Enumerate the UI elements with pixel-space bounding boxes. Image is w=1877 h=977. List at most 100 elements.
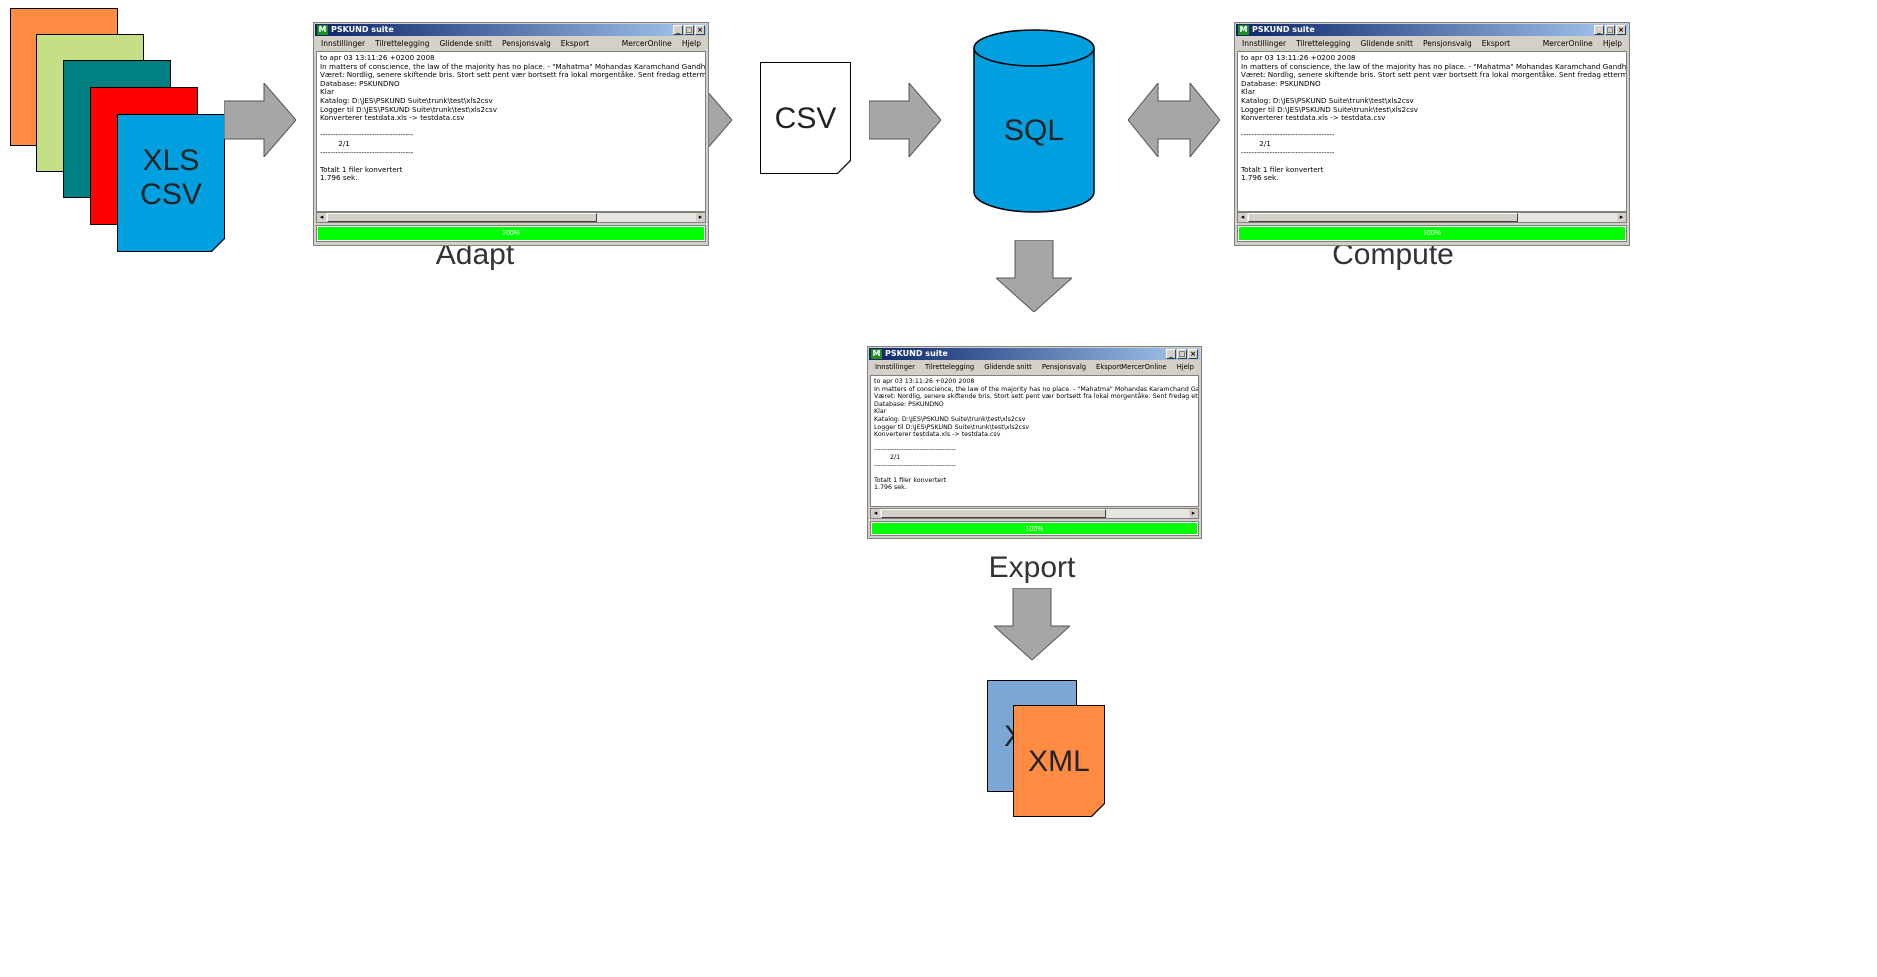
menu-item[interactable]: Tilrettelegging [1296,39,1351,48]
csv-document: CSV [760,62,851,174]
log-line: Klar [1241,87,1256,97]
scroll-right-arrow-icon[interactable]: ▸ [696,213,705,222]
menu-item[interactable]: Innstillinger [321,39,366,48]
log-line: Katalog: D:\JES\PSKUND Suite\trunk\test\… [320,95,493,105]
log-line: Været: Nordlig, senere skiftende bris. S… [320,70,706,80]
scroll-thumb[interactable] [1248,213,1518,222]
log-line [874,469,1195,477]
scroll-thumb[interactable] [881,509,1106,518]
log-line: Været: Nordlig, senere skiftende bris. S… [1241,70,1627,80]
arrow-right-icon [869,83,941,157]
menu-item[interactable]: Pensjonsvalg [502,39,551,48]
xml-document: XML [1013,705,1105,817]
log-line: Katalog: D:\JES\PSKUND Suite\trunk\test\… [874,415,1026,423]
log-line: In matters of conscience, the law of the… [320,61,706,71]
menu-item[interactable]: Tilrettelegging [375,39,430,48]
maximize-button[interactable]: □ [1605,25,1615,35]
progress-fill [1239,227,1625,240]
menu-item[interactable]: Hjelp [1176,363,1194,371]
close-button[interactable]: × [1616,25,1626,35]
window-controls: _□× [673,25,705,35]
xls-label: XLS [142,144,200,177]
menu-item[interactable]: Glidende snitt [984,363,1032,371]
log-line: Konverterer testdata.xls -> testdata.csv [1241,113,1386,123]
log-line: Konverterer testdata.xls -> testdata.csv [320,113,465,123]
minimize-button[interactable]: _ [673,25,683,35]
app-icon: M [317,25,328,35]
log-line: to apr 03 13:11:26 +0200 2008 [1241,53,1356,62]
page-fold-icon [211,238,225,252]
progress-bar: 100% [870,521,1199,536]
log-line: Katalog: D:\JES\PSKUND Suite\trunk\test\… [1241,95,1414,105]
scroll-left-arrow-icon[interactable]: ◂ [317,213,326,222]
menubar-right: MercerOnline Hjelp [1543,37,1622,50]
caption-export: Export [988,551,1076,584]
menu-item[interactable]: Pensjonsvalg [1423,39,1472,48]
menu-item[interactable]: Tilrettelegging [924,363,975,371]
menubar-right: MercerOnline Hjelp [1121,361,1194,374]
scroll-right-arrow-icon[interactable]: ▸ [1189,509,1198,518]
log-line: Været: Nordlig, senere skiftende bris. S… [874,393,1198,401]
log-line: 1.796 sek. [320,173,358,183]
window-controls: _□× [1594,25,1626,35]
minimize-button[interactable]: _ [1166,349,1176,359]
log-line: Totalt 1 filer konvertert [1241,164,1324,174]
log-line: ------------------------------------ [874,446,956,454]
log-line: 2/1 [1241,138,1271,148]
scroll-right-arrow-icon[interactable]: ▸ [1617,213,1626,222]
log-line: In matters of conscience, the law of the… [1241,61,1627,71]
log-line [874,439,1195,447]
progress-bar: 100% [1237,225,1627,242]
document-xls-csv: XLS CSV [117,114,225,252]
arrow-down-icon [994,588,1070,660]
menu-item[interactable]: Hjelp [1602,39,1622,48]
double-arrow-icon [1128,83,1220,157]
log-line: Database: PSKUNDNO [1241,78,1321,88]
scroll-left-arrow-icon[interactable]: ◂ [1238,213,1247,222]
menu-item[interactable]: Glidende snitt [439,39,493,48]
menubar-right: MercerOnline Hjelp [622,37,701,50]
menu-item[interactable]: Innstillinger [1242,39,1287,48]
close-button[interactable]: × [695,25,705,35]
xml-label: XML [1028,745,1090,778]
menu-item[interactable]: MercerOnline [621,39,672,48]
scroll-left-arrow-icon[interactable]: ◂ [871,509,880,518]
scroll-thumb[interactable] [327,213,597,222]
maximize-button[interactable]: □ [684,25,694,35]
menu-item[interactable]: Eksport [560,39,590,48]
log-line: Klar [874,408,887,416]
horizontal-scrollbar[interactable]: ◂▸ [870,508,1199,519]
csv-document-label: CSV [774,102,837,135]
progress-text: 100% [1025,526,1044,533]
menubar-left: Innstillinger Tilrettelegging Glidende sni… [1242,37,1510,50]
window-controls: _□× [1166,349,1198,359]
menu-item[interactable]: Eksport [1096,363,1122,371]
maximize-button[interactable]: □ [1177,349,1187,359]
menubar-left: Innstillinger Tilrettelegging Glidende sni… [875,361,1122,374]
menu-item[interactable]: MercerOnline [1542,39,1593,48]
horizontal-scrollbar[interactable]: ◂▸ [1237,212,1627,223]
menu-item[interactable]: Eksport [1481,39,1511,48]
menu-item[interactable]: MercerOnline [1121,363,1167,371]
minimize-button[interactable]: _ [1594,25,1604,35]
menubar-left: Innstillinger Tilrettelegging Glidende sni… [321,37,589,50]
menubar: Innstillinger Tilrettelegging Glidende sni… [315,37,707,50]
sql-label: SQL [1003,114,1065,147]
menu-item[interactable]: Glidende snitt [1360,39,1414,48]
close-button[interactable]: × [1188,349,1198,359]
menu-item[interactable]: Pensjonsvalg [1041,363,1087,371]
log-line: ------------------------------------ [874,461,956,469]
progress-fill [318,227,704,240]
log-line: Klar [320,87,335,97]
menu-item[interactable]: Innstillinger [875,363,915,371]
log-line: In matters of conscience, the law of the… [874,385,1199,393]
horizontal-scrollbar[interactable]: ◂▸ [316,212,706,223]
log-line: Database: PSKUNDNO [874,400,944,408]
menu-item[interactable]: Hjelp [681,39,701,48]
page-fold-icon [1091,803,1105,817]
